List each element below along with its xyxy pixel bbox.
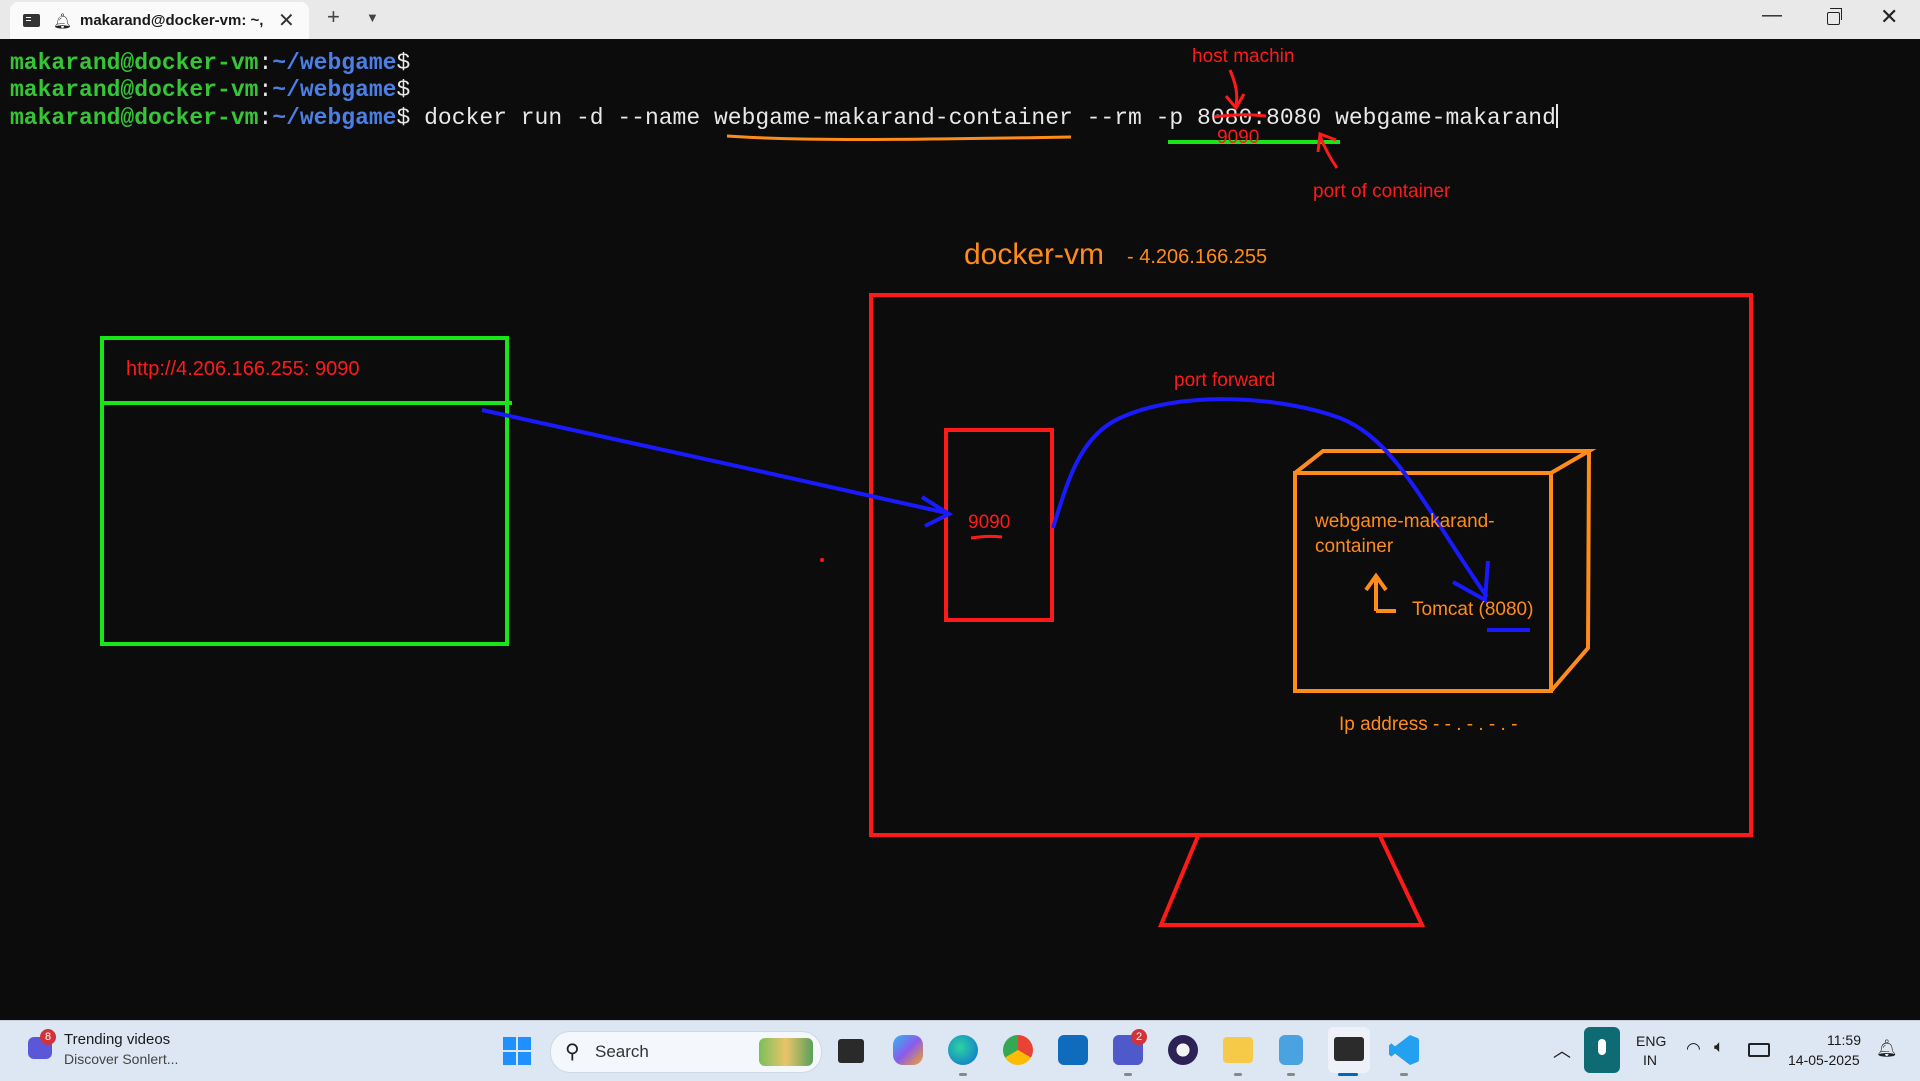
- underline-container-name: [726, 134, 1072, 141]
- port-forward-curve: [1051, 397, 1489, 599]
- label-container-name-1: webgame-makarand-: [1315, 511, 1495, 532]
- notepad-icon[interactable]: [1279, 1035, 1303, 1065]
- prompt-path: ~/webgame: [272, 77, 397, 103]
- explorer-running-indicator: [1234, 1073, 1242, 1076]
- widget-badge: 8: [40, 1029, 56, 1045]
- label-browser-url: http://4.206.166.255: 9090: [126, 358, 360, 380]
- chrome-icon[interactable]: [1003, 1035, 1033, 1065]
- close-window-button[interactable]: ✕: [1880, 4, 1899, 29]
- taskbar-search[interactable]: ⚲ Search: [550, 1031, 822, 1073]
- strike-host-port: [1213, 113, 1267, 119]
- teams-badge: 2: [1131, 1029, 1147, 1045]
- start-button[interactable]: [503, 1037, 531, 1065]
- title-bar: 🔔︎ makarand@docker-vm: ~, ✕ + ▼ — ✕: [0, 0, 1920, 39]
- label-host-machin: host machin: [1192, 46, 1295, 67]
- show-hidden-icons-chevron-icon[interactable]: ︿: [1553, 1041, 1571, 1061]
- vm-monitor-stand: [1158, 835, 1426, 927]
- label-tomcat: Tomcat (8080): [1412, 599, 1534, 620]
- arrow-port-of-container: [1316, 131, 1339, 169]
- prompt-sep: :: [258, 105, 273, 131]
- container-box-front: [1293, 471, 1553, 693]
- battery-icon[interactable]: [1748, 1043, 1770, 1057]
- label-vm-title: docker-vm: [964, 238, 1105, 271]
- up-arrow-icon: [1364, 572, 1396, 613]
- terminal-input-line[interactable]: makarand@docker-vm:~/webgame$ docker run…: [10, 104, 1558, 131]
- terminal-running-indicator: [1338, 1073, 1358, 1076]
- prompt-user: makarand@docker-vm: [10, 50, 259, 76]
- host-port-underline: [970, 534, 1003, 540]
- wifi-icon[interactable]: ◠: [1686, 1039, 1701, 1058]
- prompt-path: ~/webgame: [272, 50, 397, 76]
- prompt-sep: :: [258, 77, 273, 103]
- port-forward-arrowhead: [1452, 560, 1490, 604]
- clock-date[interactable]: 14-05-2025: [1788, 1052, 1860, 1068]
- prompt-dollar: $: [396, 77, 411, 103]
- new-tab-button[interactable]: +: [327, 4, 340, 29]
- request-arrowhead: [920, 495, 954, 528]
- mic-glyph-icon: [1598, 1039, 1606, 1055]
- label-ip-address: Ip address - - . - . - . -: [1339, 714, 1518, 735]
- search-placeholder: Search: [595, 1042, 649, 1061]
- arrow-host-machin: [1224, 69, 1246, 111]
- vscode-running-indicator: [1400, 1073, 1408, 1076]
- taskbar: 8 Trending videos Discover Sonlert... ⚲ …: [0, 1020, 1920, 1081]
- container-box-edges: [1293, 449, 1597, 693]
- vm-monitor-sketch: [869, 293, 1753, 837]
- search-highlight-icon: [759, 1038, 813, 1066]
- prompt-dollar: $: [396, 50, 411, 76]
- terminal-app-active[interactable]: [1328, 1027, 1370, 1073]
- prompt-path: ~/webgame: [272, 105, 397, 131]
- volume-icon[interactable]: 🔈︎: [1714, 1037, 1725, 1056]
- command-text: docker run -d --name webgame-makarand-co…: [410, 105, 1556, 131]
- minimize-button[interactable]: —: [1762, 4, 1782, 26]
- browser-sketch: [100, 336, 509, 646]
- copilot-icon[interactable]: [893, 1035, 923, 1065]
- stray-dot: [820, 558, 824, 562]
- text-cursor: [1555, 104, 1558, 128]
- terminal-icon: [23, 14, 40, 27]
- label-port-of-container: port of container: [1313, 181, 1451, 202]
- edge-running-indicator: [959, 1073, 967, 1076]
- terminal-app-icon: [1334, 1037, 1364, 1061]
- clock-time[interactable]: 11:59: [1827, 1032, 1861, 1048]
- file-explorer-icon[interactable]: [1223, 1037, 1253, 1063]
- label-container-name-2: container: [1315, 536, 1394, 557]
- widget-subtitle: Discover Sonlert...: [64, 1051, 179, 1067]
- annotation-layer: [100, 69, 1753, 927]
- restore-button[interactable]: [1827, 8, 1842, 25]
- outlook-icon[interactable]: [1058, 1035, 1088, 1065]
- teams-running-indicator: [1124, 1073, 1132, 1076]
- tab-title: makarand@docker-vm: ~,: [80, 12, 264, 29]
- search-icon: ⚲: [565, 1041, 580, 1063]
- notification-bell-icon[interactable]: 🔔︎: [1876, 1039, 1898, 1058]
- lang-line-2[interactable]: IN: [1643, 1052, 1657, 1068]
- notepad-running-indicator: [1287, 1073, 1295, 1076]
- lang-line-1[interactable]: ENG: [1636, 1033, 1667, 1049]
- microphone-icon[interactable]: [1584, 1027, 1620, 1073]
- windows-logo-icon: [503, 1037, 531, 1065]
- edge-icon[interactable]: [948, 1035, 978, 1065]
- widget-title: Trending videos: [64, 1031, 171, 1048]
- bell-icon: 🔔︎: [53, 13, 73, 30]
- tab-dropdown-button[interactable]: ▼: [366, 10, 379, 25]
- terminal-line: makarand@docker-vm:~/webgame$: [10, 50, 410, 76]
- prompt-dollar: $: [396, 105, 411, 131]
- prompt-user: makarand@docker-vm: [10, 105, 259, 131]
- vscode-icon[interactable]: [1389, 1035, 1419, 1065]
- label-overwrite-9090: 9090: [1217, 127, 1260, 148]
- terminal-tab[interactable]: 🔔︎ makarand@docker-vm: ~, ✕: [10, 2, 309, 39]
- prompt-user: makarand@docker-vm: [10, 77, 259, 103]
- close-tab-button[interactable]: ✕: [278, 10, 295, 32]
- terminal-line: makarand@docker-vm:~/webgame$: [10, 77, 410, 103]
- prompt-sep: :: [258, 50, 273, 76]
- eclipse-icon[interactable]: [1168, 1035, 1198, 1065]
- label-vm-ip: - 4.206.166.255: [1127, 246, 1268, 268]
- task-view-icon[interactable]: [838, 1039, 864, 1063]
- widgets-button[interactable]: 8 Trending videos Discover Sonlert...: [24, 1029, 204, 1073]
- label-host-port: 9090: [968, 512, 1011, 533]
- request-arrow: [481, 408, 948, 515]
- label-port-forward: port forward: [1174, 370, 1276, 391]
